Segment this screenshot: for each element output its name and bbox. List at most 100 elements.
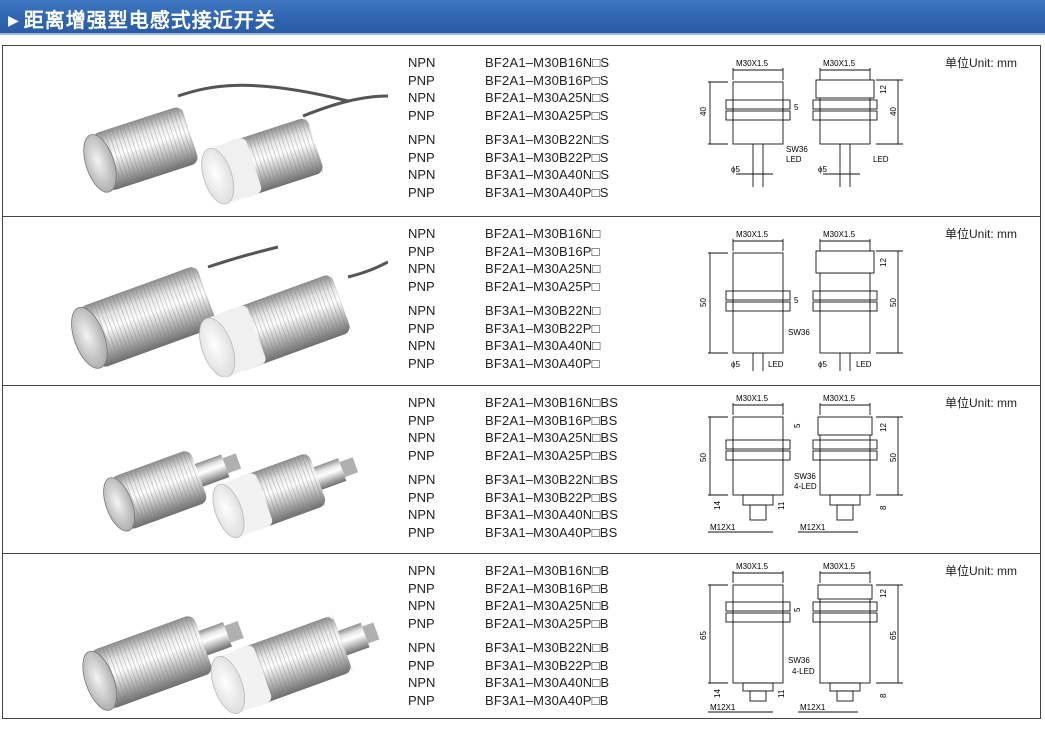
connector-length-label: 14 — [713, 689, 722, 698]
model-code: BF3A1–M30A40P□B — [485, 692, 609, 708]
model-code: BF2A1–M30A25P□ — [485, 278, 600, 294]
connector-length-label: 8 — [879, 505, 888, 510]
model-line: NPN BF3A1–M30A40N□BS — [405, 506, 705, 524]
led-label: LED — [768, 360, 784, 369]
output-type: PNP — [408, 107, 435, 123]
led-label: LED — [856, 360, 872, 369]
model-code: BF2A1–M30B16N□BS — [485, 395, 619, 410]
output-type: NPN — [408, 598, 436, 613]
thread-label: M30X1.5 — [736, 562, 769, 571]
connector-thread-label: M12X1 — [800, 523, 826, 532]
length-label: 65 — [889, 631, 898, 640]
model-code: BF2A1–M30A25P□S — [485, 107, 609, 123]
model-code: BF2A1–M30A25P□B — [485, 615, 609, 631]
thread-label: M30X1.5 — [823, 230, 856, 239]
output-type: PNP — [408, 412, 435, 428]
output-type: NPN — [408, 395, 436, 410]
model-code: BF3A1–M30A40N□BS — [485, 507, 619, 522]
section-title-text: 距离增强型电感式接近开关 — [23, 8, 276, 32]
nut-label: 5 — [793, 607, 802, 612]
model-line: PNP BF2A1–M30A25P□S — [405, 107, 705, 125]
model-code: BF2A1–M30A25N□ — [485, 261, 601, 276]
thread-label: M30X1.5 — [823, 562, 856, 571]
dimension-drawing: M30X1.5 M30X1.5 65 65 5 12 SW36 4-LED 14… — [699, 562, 903, 713]
output-type: PNP — [408, 355, 435, 371]
model-code: BF3A1–M30A40N□B — [485, 675, 610, 690]
output-type: PNP — [408, 320, 435, 336]
thread-label: M30X1.5 — [823, 394, 856, 403]
arrow-icon: ▶ — [8, 13, 20, 29]
nut-label: 5 — [794, 296, 799, 305]
length-label: 50 — [699, 453, 708, 462]
length-label: 40 — [889, 107, 898, 116]
model-line: PNP BF2A1–M30B16P□ — [405, 243, 705, 261]
connector-thread-label: M12X1 — [710, 703, 736, 712]
output-type: PNP — [408, 184, 435, 200]
output-type: NPN — [408, 90, 436, 105]
model-code: BF2A1–M30A25N□B — [485, 598, 610, 613]
led-label: LED — [873, 155, 889, 164]
cable-diameter-label: ϕ5 — [731, 165, 740, 174]
output-type: NPN — [408, 338, 436, 353]
product-photo — [103, 451, 359, 539]
model-code: BF3A1–M30B22N□ — [485, 303, 601, 318]
output-type: NPN — [408, 563, 436, 578]
length-label: 40 — [699, 107, 708, 116]
model-code: BF3A1–M30A40P□BS — [485, 524, 618, 540]
model-code: BF3A1–M30B22P□S — [485, 149, 609, 165]
cap-label: 12 — [879, 258, 888, 267]
nut-label: 5 — [793, 423, 802, 428]
model-code: BF2A1–M30B16N□S — [485, 55, 610, 70]
connector-thread-label: M12X1 — [710, 523, 736, 532]
led-label: 4-LED — [794, 482, 817, 491]
model-code: BF3A1–M30B22P□ — [485, 320, 600, 336]
output-type: NPN — [408, 507, 436, 522]
dimension-drawing: M30X1.5 M30X1.5 40 40 5 12 SW36 LED LED … — [699, 59, 903, 187]
nut-label: 5 — [794, 103, 799, 112]
model-code: BF2A1–M30B16P□BS — [485, 412, 618, 428]
cap-label: 12 — [879, 85, 888, 94]
output-type: NPN — [408, 132, 436, 147]
model-line: PNP BF3A1–M30B22P□ — [405, 320, 705, 338]
model-line: PNP BF2A1–M30B16P□BS — [405, 412, 705, 430]
output-type: PNP — [408, 489, 435, 505]
output-type: NPN — [408, 167, 436, 182]
model-code: BF3A1–M30B22P□B — [485, 657, 609, 673]
wrench-label: SW36 — [788, 656, 810, 665]
output-type: PNP — [408, 243, 435, 259]
cable-diameter-label: ϕ5 — [818, 360, 827, 369]
unit-label: 单位Unit: mm — [945, 396, 1018, 410]
model-code: BF2A1–M30B16P□ — [485, 243, 600, 259]
output-type: PNP — [408, 615, 435, 631]
section-header: ▶距离增强型电感式接近开关 — [0, 0, 1045, 35]
connector-thread-label: M12X1 — [800, 703, 826, 712]
connector-length-label: 11 — [777, 689, 786, 698]
product-photo — [82, 615, 380, 714]
model-code: BF2A1–M30A25P□BS — [485, 447, 618, 463]
unit-label: 单位Unit: mm — [945, 56, 1018, 70]
length-label: 65 — [699, 631, 708, 640]
thread-label: M30X1.5 — [736, 394, 769, 403]
